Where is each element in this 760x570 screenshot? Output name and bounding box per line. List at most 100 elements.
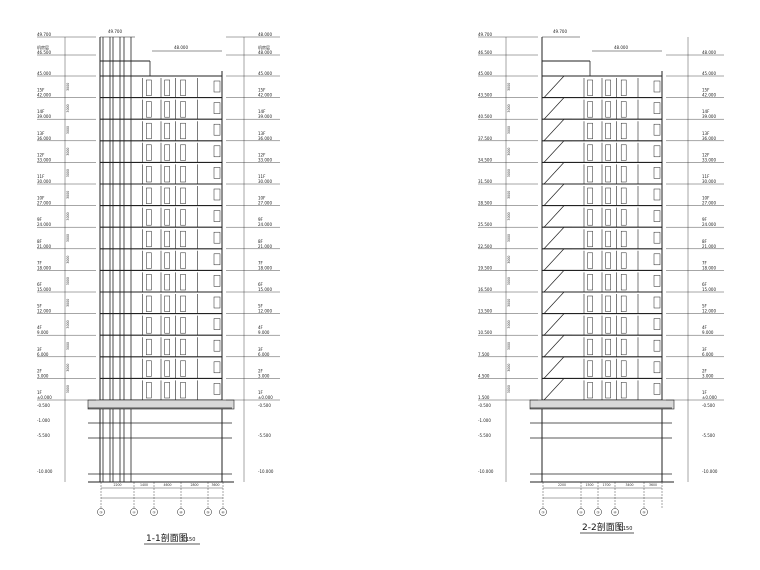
floor-height-dim: 3000 <box>66 256 70 264</box>
floor-label: 机房层 <box>258 44 270 50</box>
door <box>605 79 611 96</box>
window <box>653 339 661 352</box>
door <box>146 295 152 312</box>
elevation-label: 18.000 <box>702 265 716 270</box>
door <box>164 144 170 161</box>
door <box>146 338 152 356</box>
floor-height-dim: 3000 <box>66 234 70 242</box>
axis-dimension: 1700 <box>602 483 610 487</box>
door <box>587 360 593 377</box>
door <box>146 230 152 248</box>
door <box>620 360 627 377</box>
elevation-label: 42.000 <box>258 93 272 98</box>
door <box>605 230 611 248</box>
elevation-label: 21.000 <box>702 244 716 249</box>
door <box>605 101 611 118</box>
door <box>180 101 186 118</box>
window <box>653 123 661 136</box>
elevation-label: 39.000 <box>37 114 51 119</box>
axis-bubble <box>219 508 227 516</box>
door <box>605 209 611 226</box>
elevation-label: 21.000 <box>258 244 272 249</box>
door <box>605 144 611 161</box>
section-2-title: 2-2剖面图 <box>582 521 624 533</box>
floor-height-dim: 3000 <box>66 148 70 156</box>
axis-bubble <box>177 508 185 516</box>
floor-label: 8F <box>702 239 708 244</box>
elevation-label: 36.000 <box>702 136 716 141</box>
floor-label: 1F <box>702 390 708 395</box>
floor-height-dim: 3000 <box>507 83 511 91</box>
window <box>653 167 661 179</box>
door <box>587 382 593 399</box>
floor-label: 8F <box>37 239 43 244</box>
door <box>164 209 170 226</box>
door <box>180 252 186 269</box>
floor-height-dim: 3000 <box>507 212 511 220</box>
elevation-label: 18.000 <box>258 265 272 270</box>
door <box>180 338 186 356</box>
door <box>180 360 186 377</box>
door <box>146 209 152 226</box>
floor-label: 6F <box>258 282 264 287</box>
door <box>146 360 152 377</box>
door <box>587 230 593 248</box>
elevation-label: 34.500 <box>478 157 492 162</box>
section-2-scale: 1:150 <box>618 526 632 532</box>
axis-bubble <box>150 508 158 516</box>
elevation-label: 30.000 <box>258 179 272 184</box>
window <box>213 275 221 287</box>
door <box>146 317 152 334</box>
elevation-label: 30.000 <box>37 179 51 184</box>
elevation-label: 43.500 <box>478 93 492 98</box>
elevation-label: 24.000 <box>258 222 272 227</box>
axis-dimension: 1400 <box>140 483 148 487</box>
floor-label: 6F <box>702 282 708 287</box>
window <box>213 318 221 330</box>
elevation-label: 13.500 <box>478 309 492 314</box>
window <box>653 210 661 222</box>
axis-dimension: 3600 <box>211 483 219 487</box>
floor-label: 14F <box>37 109 45 114</box>
window <box>213 210 221 222</box>
door <box>164 230 170 248</box>
floor-label: 1F <box>37 390 43 395</box>
floor-height-dim: 3000 <box>507 126 511 134</box>
floor-label: 机房层 <box>37 44 49 50</box>
floor-label: 5F <box>258 304 264 309</box>
door <box>620 252 627 269</box>
door <box>146 79 152 96</box>
floor-label: 2F <box>258 368 264 373</box>
floor-label: 15F <box>37 88 45 93</box>
elevation-label: 12.000 <box>258 309 272 314</box>
door <box>620 338 627 356</box>
axis-dimension: 4600 <box>163 483 171 487</box>
axis-dimension: 3600 <box>649 483 657 487</box>
stair-flight <box>543 226 565 250</box>
ground-slab <box>87 399 235 410</box>
door <box>164 187 170 204</box>
elevation-label: ±0.000 <box>702 395 717 400</box>
section-1-scale: 1:150 <box>181 537 195 543</box>
floor-height-dim: 3000 <box>507 191 511 199</box>
elevation-label: 45.000 <box>702 71 716 76</box>
basement-elevation: -0.500 <box>478 403 491 408</box>
door <box>620 122 627 140</box>
basement-elevation: -0.500 <box>258 403 271 408</box>
elevation-label: 33.000 <box>37 157 51 162</box>
door <box>164 382 170 399</box>
floor-height-dim: 3000 <box>507 169 511 177</box>
basement-elevation: -1.000 <box>478 418 491 423</box>
door <box>620 101 627 118</box>
door <box>620 382 627 399</box>
window <box>653 318 661 330</box>
door <box>146 166 152 183</box>
axis-label: ③ <box>152 510 155 514</box>
elevation-label: 36.000 <box>37 136 51 141</box>
window <box>653 188 661 201</box>
window <box>653 361 661 374</box>
floor-label: 10F <box>702 196 710 201</box>
door <box>605 122 611 140</box>
floor-height-dim: 3000 <box>507 234 511 242</box>
window <box>653 102 661 114</box>
